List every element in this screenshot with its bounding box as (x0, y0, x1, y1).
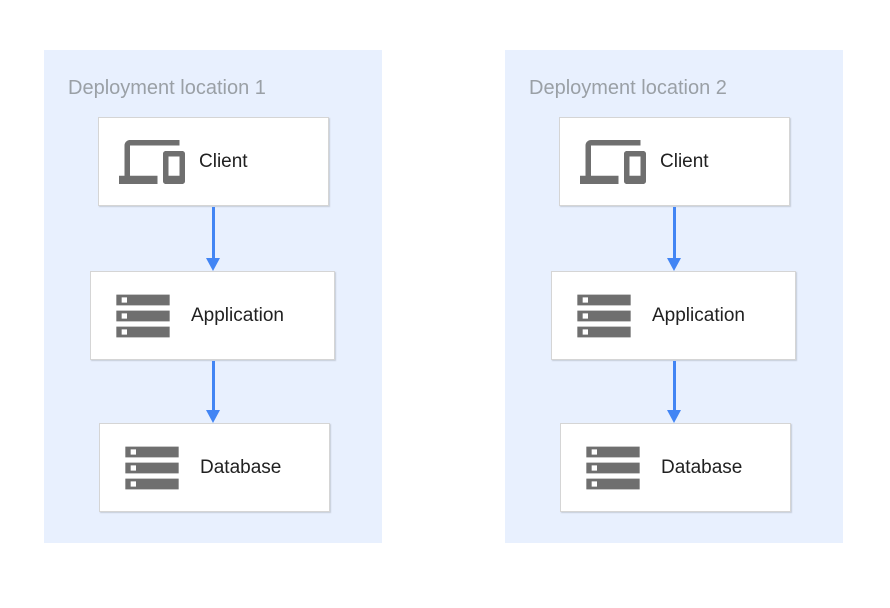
arrow-client-to-application (206, 207, 220, 271)
panel-title: Deployment location 1 (68, 77, 266, 99)
storage-icon (581, 436, 661, 500)
storage-icon (120, 436, 200, 500)
deployment-location-panel-2: Deployment location 2 Client Application (505, 50, 843, 543)
arrow-application-to-database (206, 361, 220, 423)
deployment-location-panel-1: Deployment location 1 Client Application (44, 50, 382, 543)
arrow-client-to-application (667, 207, 681, 271)
arrow-shaft (672, 207, 676, 259)
arrow-application-to-database (667, 361, 681, 423)
node-application: Application (551, 271, 796, 360)
node-database: Database (560, 423, 791, 512)
arrow-head (667, 258, 681, 271)
arrow-head (206, 258, 220, 271)
storage-icon (572, 284, 652, 348)
node-label: Database (200, 456, 282, 478)
arrow-shaft (211, 361, 215, 411)
node-database: Database (99, 423, 330, 512)
arrow-shaft (211, 207, 215, 259)
node-label: Database (661, 456, 743, 478)
node-client: Client (559, 117, 790, 206)
node-client: Client (98, 117, 329, 206)
devices-icon (119, 129, 199, 195)
arrow-shaft (672, 361, 676, 411)
node-label: Client (199, 150, 248, 172)
arrow-head (667, 410, 681, 423)
node-label: Application (652, 304, 745, 326)
storage-icon (111, 284, 191, 348)
node-label: Application (191, 304, 284, 326)
node-label: Client (660, 150, 709, 172)
panel-title: Deployment location 2 (529, 77, 727, 99)
node-application: Application (90, 271, 335, 360)
devices-icon (580, 129, 660, 195)
arrow-head (206, 410, 220, 423)
